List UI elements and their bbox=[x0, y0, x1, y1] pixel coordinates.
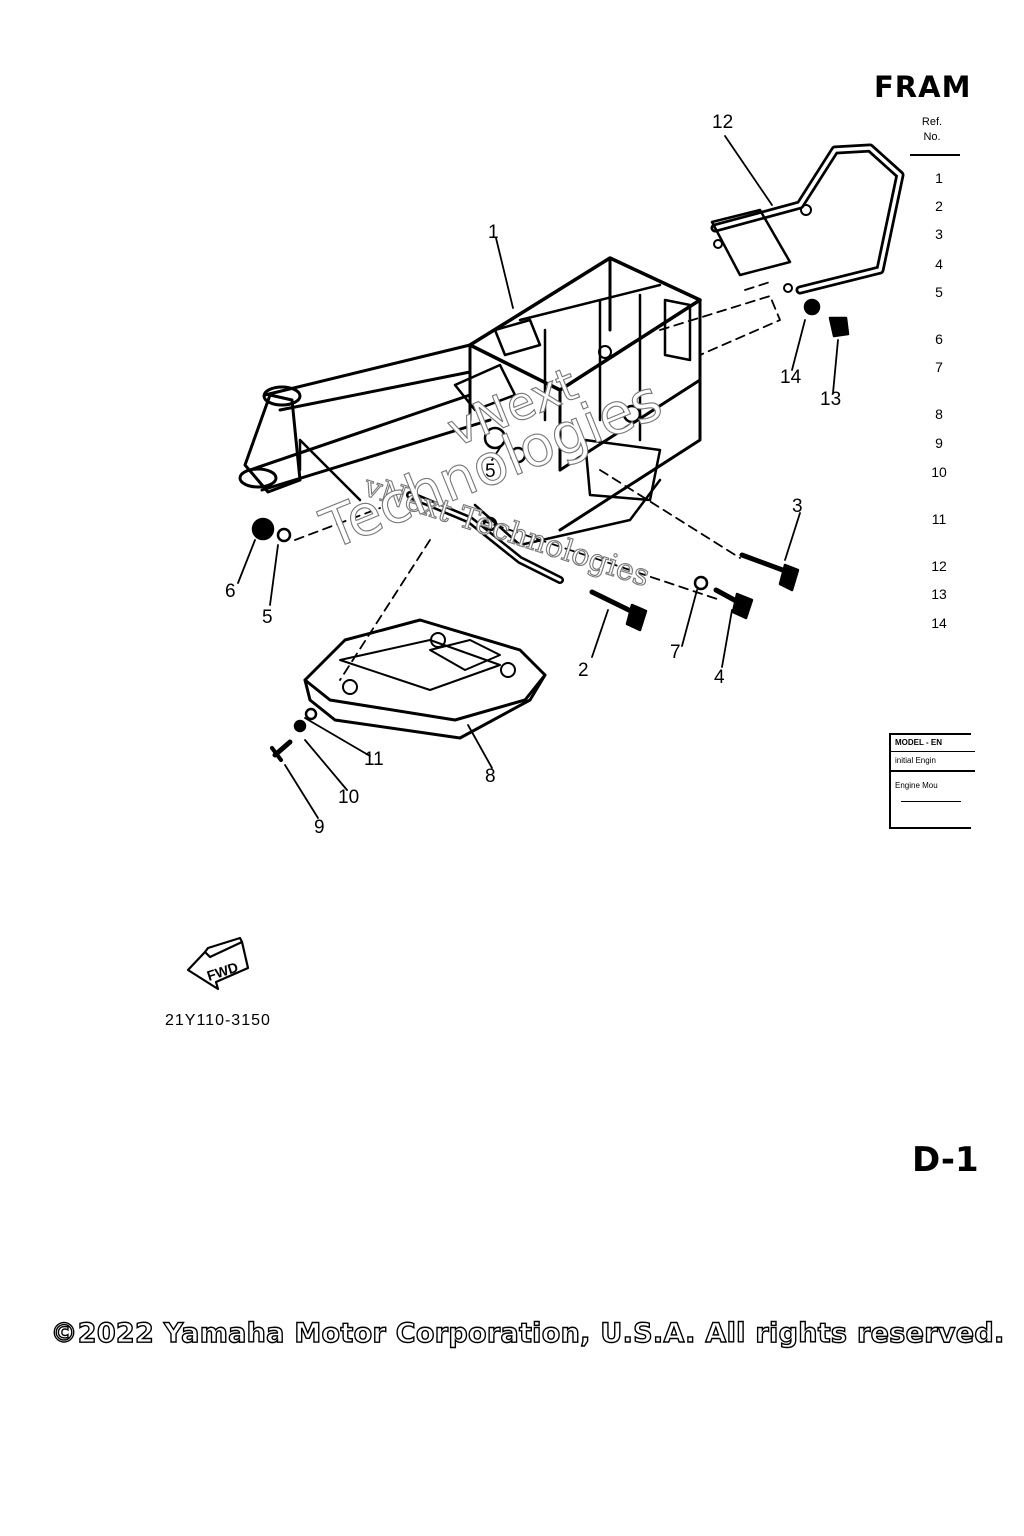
callout-5: 5 bbox=[262, 607, 273, 628]
callout-4: 4 bbox=[714, 667, 725, 688]
callout-8: 8 bbox=[485, 766, 496, 787]
frame-assembly bbox=[238, 256, 702, 584]
model-box-blank-line bbox=[901, 801, 961, 802]
callout-7: 7 bbox=[670, 642, 681, 663]
fwd-arrow-icon: FWD bbox=[186, 936, 250, 991]
callout-3: 3 bbox=[792, 496, 803, 517]
ref-header-line-2: No. bbox=[923, 131, 941, 143]
ref-number: 5 bbox=[935, 284, 943, 300]
fasteners bbox=[251, 298, 850, 762]
callout-14: 14 bbox=[780, 367, 802, 388]
drawing-code: 21Y110-3150 bbox=[165, 1012, 271, 1029]
callout-2: 2 bbox=[578, 660, 589, 681]
callout-10: 10 bbox=[338, 787, 359, 808]
ref-number: 11 bbox=[931, 511, 947, 527]
callout-12: 12 bbox=[712, 112, 733, 133]
ref-number: 4 bbox=[935, 256, 943, 272]
callout-11: 11 bbox=[364, 749, 384, 770]
callout-6: 6 bbox=[225, 581, 236, 602]
ref-number: 9 bbox=[935, 435, 943, 451]
ref-number: 2 bbox=[935, 198, 943, 214]
callout-9: 9 bbox=[314, 817, 325, 838]
callout-5-frame: 5 bbox=[485, 461, 496, 482]
copyright-footer: ©2022 Yamaha Motor Corporation, U.S.A. A… bbox=[50, 1317, 1005, 1349]
page-title: FRAM bbox=[874, 70, 972, 104]
page-id: D-1 bbox=[912, 1140, 979, 1180]
callout-1: 1 bbox=[488, 222, 499, 243]
ref-number: 12 bbox=[931, 558, 947, 574]
ref-number: 7 bbox=[935, 359, 943, 375]
callout-13: 13 bbox=[820, 389, 841, 410]
ref-number: 14 bbox=[931, 615, 947, 631]
front-guard-assembly bbox=[710, 143, 905, 295]
assembly-lines bbox=[294, 281, 781, 681]
ref-header-line-1: Ref. bbox=[921, 116, 943, 128]
ref-number: 8 bbox=[935, 406, 943, 422]
ref-number: 13 bbox=[931, 586, 947, 602]
ref-number: 1 bbox=[935, 170, 943, 186]
leader-lines bbox=[237, 135, 839, 819]
model-box-row: initial Engin bbox=[891, 752, 975, 772]
model-box-row: Engine Mou bbox=[895, 781, 938, 790]
ref-number: 6 bbox=[935, 331, 943, 347]
ref-header-divider bbox=[910, 154, 960, 156]
model-info-box: MODEL - EN initial Engin Engine Mou bbox=[889, 733, 975, 829]
ref-number: 10 bbox=[931, 464, 947, 480]
model-box-row: MODEL - EN bbox=[891, 735, 975, 752]
ref-column-header: Ref. No. bbox=[906, 115, 958, 145]
ref-number: 3 bbox=[935, 226, 943, 242]
